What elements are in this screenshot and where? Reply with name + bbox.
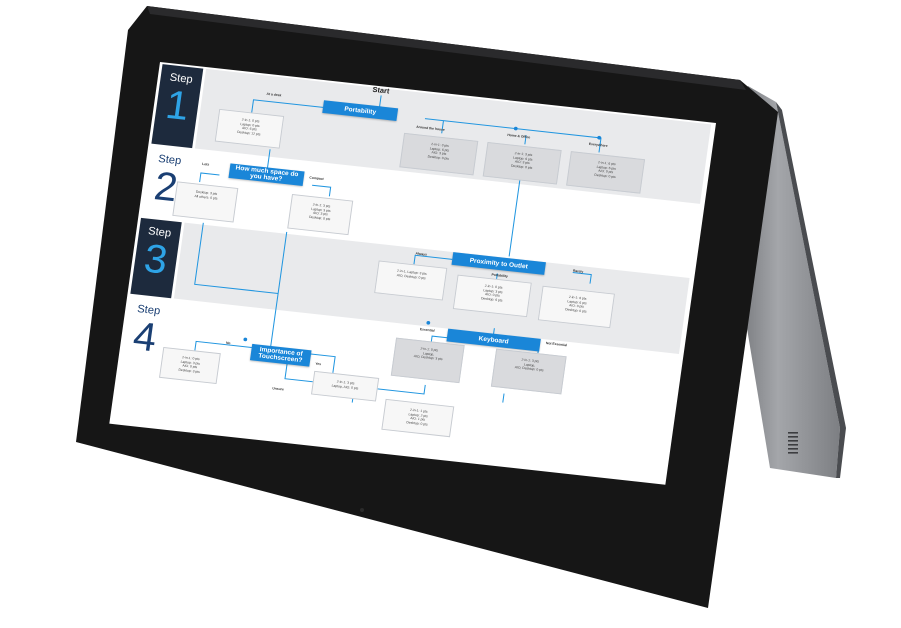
screen-display: Step 1 Step 2 Step 3 Step 4 bbox=[109, 62, 717, 485]
branch-lots: Lots bbox=[201, 162, 210, 167]
branch-no: No bbox=[225, 341, 231, 346]
result-not-essential: 2-in-1: 3 pts Laptop, AIO, Desktop: 0 pt… bbox=[490, 348, 567, 395]
result-lots: Desktop: 3 pts All others: 0 pts bbox=[172, 181, 239, 223]
start-label: Start bbox=[372, 85, 391, 96]
speaker-grill bbox=[788, 432, 798, 454]
branch-yes: Yes bbox=[315, 361, 322, 367]
hinge bbox=[147, 6, 746, 90]
result-at-desk: 2-in-1: 0 pts Laptop: 0 pts AIO: 6 pts D… bbox=[214, 108, 285, 149]
result-essential: 2-in-1: 0 pts Laptop, AIO, Desktop: 3 pt… bbox=[390, 337, 465, 384]
result-compact: 2-in-1: 3 pts Laptop: 3 pts AIO: 3 pts D… bbox=[287, 194, 354, 236]
result-no: 2-in-1: 0 pts Laptop: 3 pts AIO: 0 pts D… bbox=[159, 346, 221, 385]
camera-dot bbox=[360, 508, 364, 512]
